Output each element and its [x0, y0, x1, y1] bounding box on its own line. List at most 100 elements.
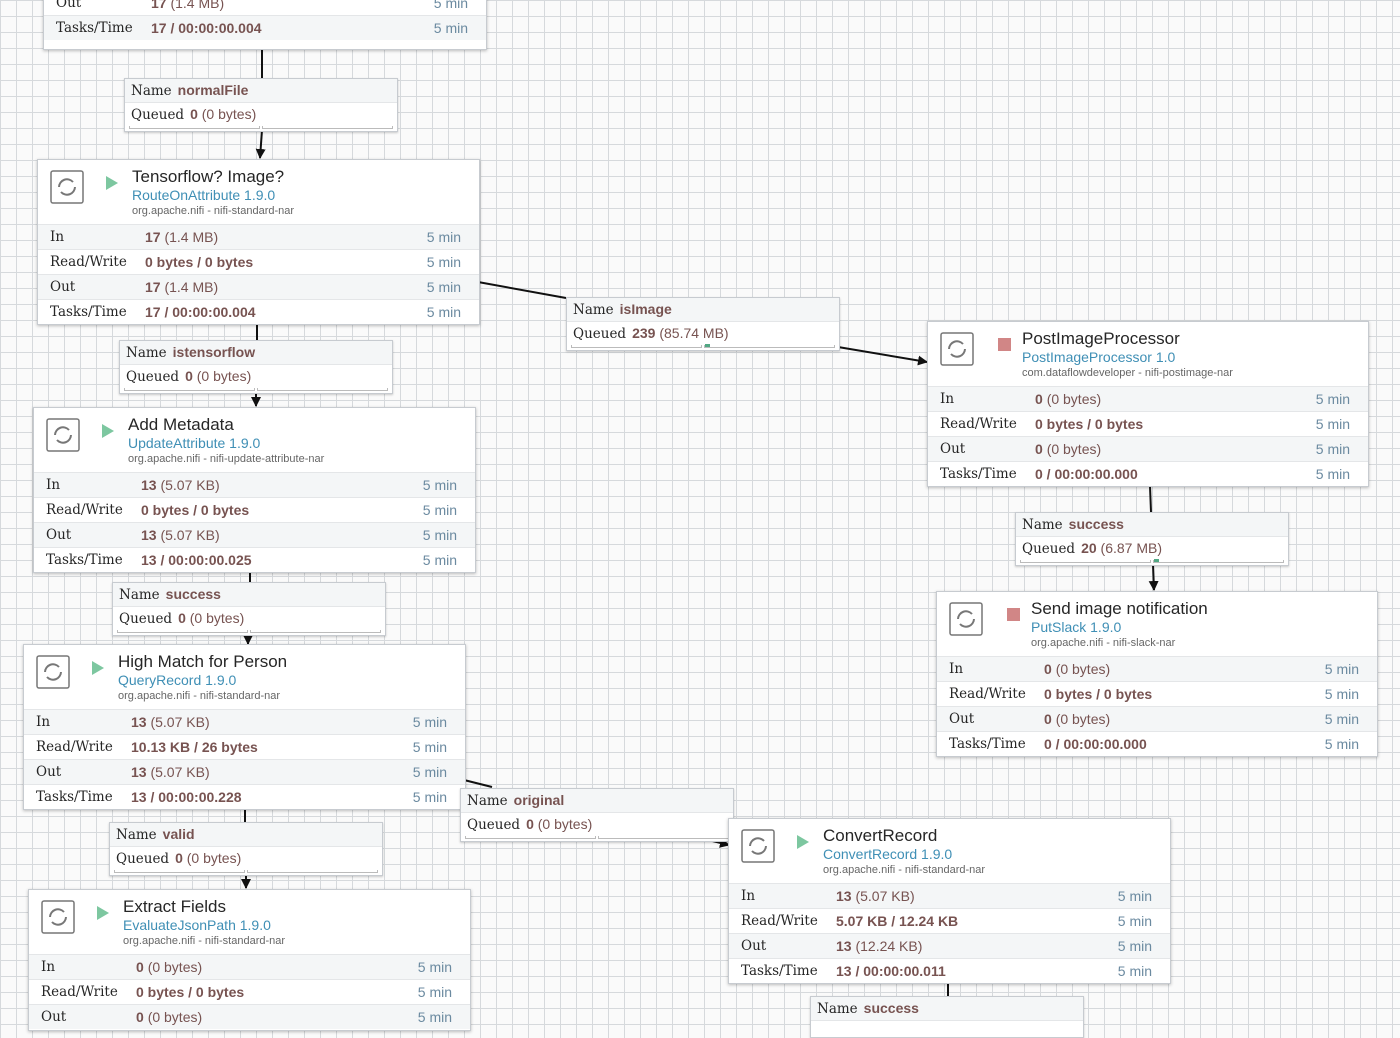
readwrite-value: 0 bytes / 0 bytes [145, 254, 254, 270]
processor-type[interactable]: RouteOnAttribute 1.9.0 [132, 187, 276, 203]
queued-count: 0 [190, 106, 198, 122]
queued-size: (0 bytes) [186, 850, 242, 866]
queue-bars [124, 388, 388, 391]
processor-add-metadata[interactable]: Add Metadata UpdateAttribute 1.9.0 org.a… [33, 407, 476, 573]
time-window: 5 min [412, 739, 447, 755]
label-out: Out [56, 0, 82, 11]
tasks-value: 13 / 00:00:00.011 [836, 963, 946, 979]
processor-post-image[interactable]: PostImageProcessor PostImageProcessor 1.… [927, 321, 1369, 487]
processor-bundle: com.dataflowdeveloper - nifi-postimage-n… [1022, 367, 1233, 379]
queue-bars [465, 836, 729, 839]
conn-name-value: success [863, 1000, 919, 1016]
out-count: 13 [131, 764, 147, 780]
processor-partial-top[interactable]: Out 17 (1.4 MB) 5 min Tasks/Time 17 / 00… [43, 0, 487, 50]
stopped-icon [998, 338, 1011, 351]
time-window: 5 min [417, 1009, 452, 1025]
out-count: 17 [151, 0, 167, 11]
label-tasks: Tasks/Time [949, 736, 1026, 752]
in-count: 13 [141, 477, 157, 493]
processor-extract-fields[interactable]: Extract Fields EvaluateJsonPath 1.9.0 or… [28, 889, 471, 1031]
processor-tensorflow[interactable]: Tensorflow? Image? RouteOnAttribute 1.9.… [37, 159, 480, 325]
processor-bundle: org.apache.nifi - nifi-standard-nar [118, 690, 281, 702]
time-window: 5 min [1117, 938, 1152, 954]
line-success-post-arrow [1148, 563, 1159, 591]
conn-name-value: success [165, 586, 221, 602]
processor-type[interactable]: PutSlack 1.9.0 [1031, 619, 1122, 635]
out-size: (0 bytes) [147, 1009, 203, 1025]
conn-name-label: Name [131, 83, 172, 99]
time-window: 5 min [422, 502, 457, 518]
row-tasks: Tasks/Time 17 / 00:00:00.004 5 min [44, 15, 486, 40]
row-out: Out 17 (1.4 MB) 5 min [44, 0, 486, 15]
label-in: In [741, 888, 756, 904]
processor-type[interactable]: UpdateAttribute 1.9.0 [128, 435, 261, 451]
processor-type[interactable]: PostImageProcessor 1.0 [1022, 349, 1176, 365]
label-out: Out [46, 527, 72, 543]
queue-fill [1153, 559, 1159, 562]
tasks-value: 0 / 00:00:00.000 [1035, 466, 1138, 482]
processor-icon [949, 602, 983, 636]
processor-name: ConvertRecord [823, 826, 938, 845]
processor-high-match[interactable]: High Match for Person QueryRecord 1.9.0 … [23, 644, 466, 810]
processor-type[interactable]: QueryRecord 1.9.0 [118, 672, 237, 688]
out-count: 0 [136, 1009, 144, 1025]
label-tasks: Tasks/Time [36, 789, 113, 805]
in-size: (0 bytes) [147, 959, 203, 975]
processor-type[interactable]: EvaluateJsonPath 1.9.0 [123, 917, 271, 933]
conn-name-value: normalFile [177, 82, 249, 98]
line-success-post [1149, 485, 1152, 513]
processor-name: PostImageProcessor [1022, 329, 1180, 348]
line-original [463, 779, 493, 788]
queue-bars [129, 126, 393, 129]
processor-send-image-notification[interactable]: Send image notification PutSlack 1.9.0 o… [936, 591, 1378, 757]
conn-name-value: original [513, 792, 565, 808]
label-readwrite: Read/Write [46, 502, 123, 518]
conn-name-label: Name [126, 345, 167, 361]
time-window: 5 min [422, 552, 457, 568]
readwrite-value: 0 bytes / 0 bytes [1044, 686, 1153, 702]
time-window: 5 min [1117, 913, 1152, 929]
queued-size: (0 bytes) [189, 610, 245, 626]
time-window: 5 min [1324, 736, 1359, 752]
tasks-value: 17 / 00:00:00.004 [145, 304, 256, 320]
label-readwrite: Read/Write [741, 913, 818, 929]
tasks-value: 13 / 00:00:00.025 [141, 552, 252, 568]
processor-icon [46, 418, 80, 452]
processor-bundle: org.apache.nifi - nifi-standard-nar [132, 205, 295, 217]
time-window: 5 min [1324, 686, 1359, 702]
queue-bars [114, 870, 378, 873]
label-readwrite: Read/Write [41, 984, 118, 1000]
readwrite-value: 10.13 KB / 26 bytes [131, 739, 258, 755]
conn-queued-label: Queued [1022, 541, 1076, 557]
processor-type[interactable]: ConvertRecord 1.9.0 [823, 846, 953, 862]
label-tasks: Tasks/Time [46, 552, 123, 568]
line-isimage [477, 281, 567, 299]
processor-convert-record[interactable]: ConvertRecord ConvertRecord 1.9.0 org.ap… [728, 818, 1171, 984]
queue-fill [704, 344, 710, 347]
label-readwrite: Read/Write [940, 416, 1017, 432]
line-normal-file-arrow [255, 129, 266, 159]
conn-name-label: Name [467, 793, 508, 809]
label-in: In [36, 714, 51, 730]
time-window: 5 min [1315, 441, 1350, 457]
